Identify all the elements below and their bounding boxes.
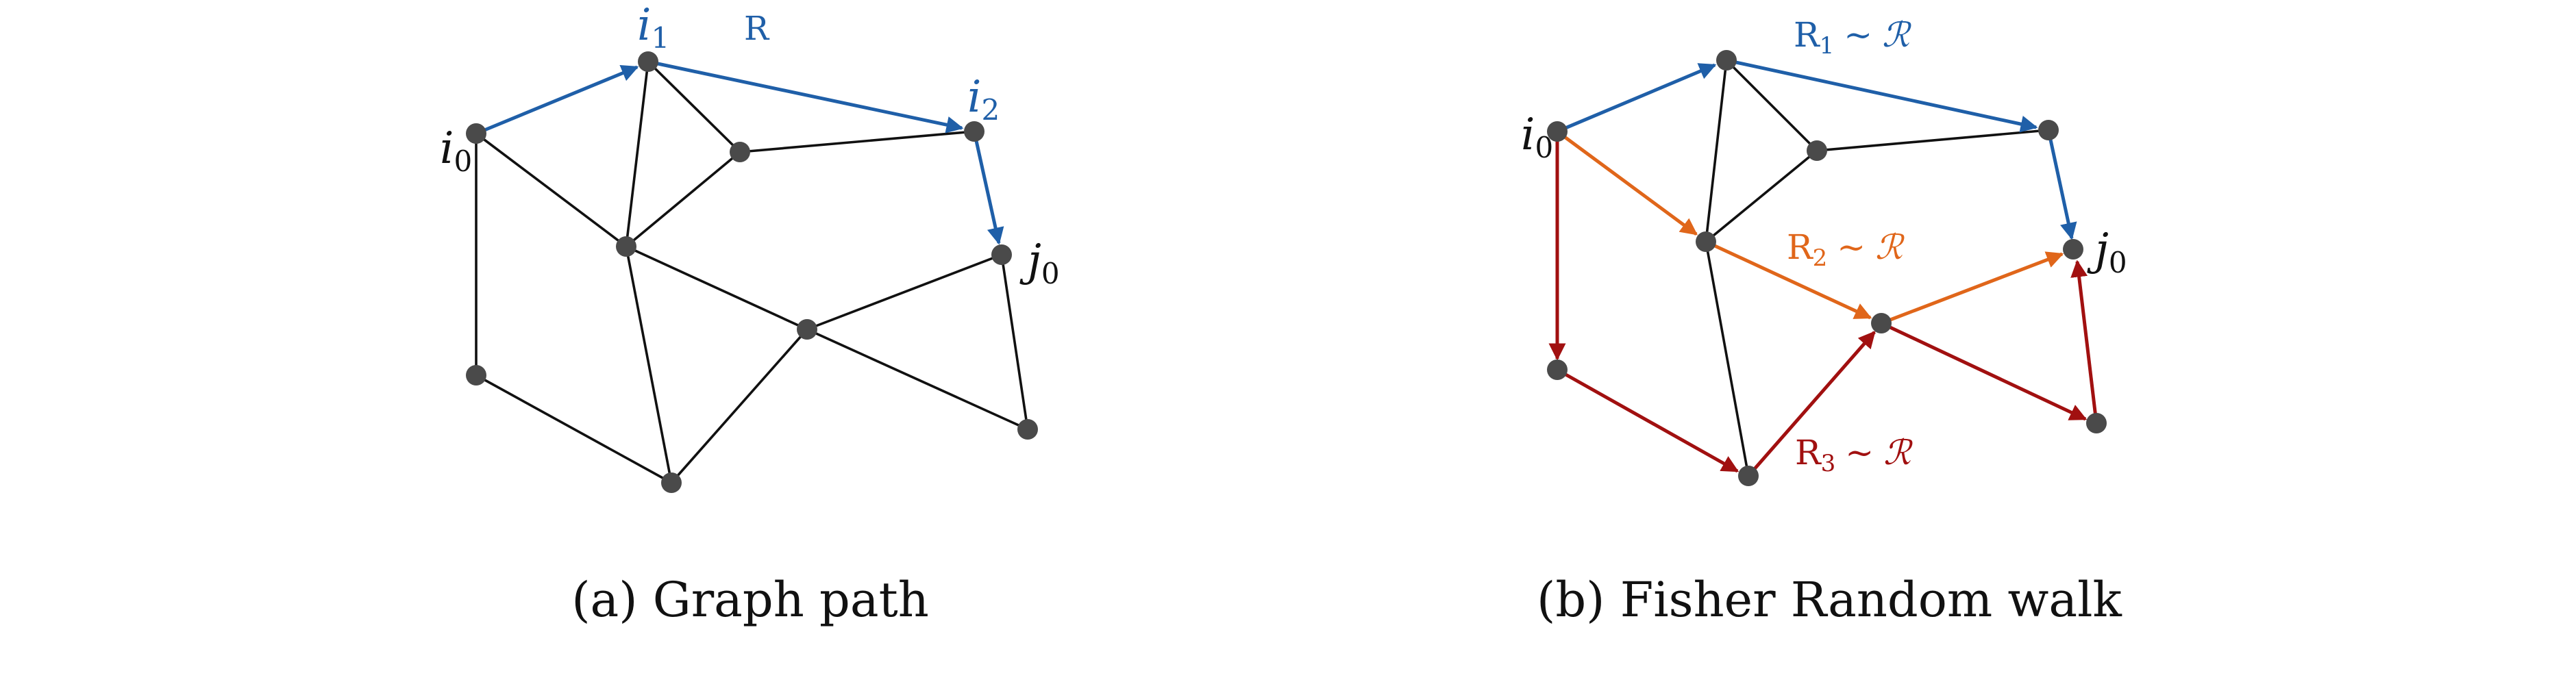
graph-node: [1547, 121, 1568, 142]
caption-b: (b) Fisher Random walk: [1537, 572, 2122, 628]
label-path-r: R: [744, 10, 770, 48]
graph-node: [797, 319, 817, 340]
edge: [670, 328, 808, 484]
graph-node: [2038, 120, 2059, 140]
label-i0: i0: [440, 123, 472, 178]
edge: [625, 246, 673, 483]
label-i1: i1: [637, 0, 669, 55]
graph-node: [1871, 313, 1892, 333]
graph-node: [638, 51, 658, 72]
label-r3: R3~ℛ: [1795, 433, 1913, 477]
edge: [806, 328, 1028, 431]
label-r2: R2~ℛ: [1787, 227, 1905, 272]
panel-b-path-r1: [1557, 58, 2077, 240]
edge: [1705, 241, 1750, 477]
edge: [625, 61, 649, 247]
graph-node: [991, 244, 1012, 265]
edge: [1816, 129, 2049, 152]
graph-node: [964, 121, 984, 142]
edge: [1725, 59, 1818, 152]
panel-b-random-walk: i0 j0 R1~ℛ R2~ℛ R3~ℛ (b) Fisher Random w…: [1521, 15, 2127, 628]
path-arrow-r3: [1747, 331, 1876, 477]
path-arrow: [475, 65, 639, 136]
panel-b-path-r2: [1556, 129, 2064, 325]
path-arrow: [647, 60, 964, 134]
path-arrow-r2: [1705, 240, 1872, 320]
graph-node: [2063, 239, 2083, 260]
edge: [625, 151, 741, 248]
label-j0: j0: [2087, 225, 2127, 279]
path-arrow-r1: [1726, 58, 2038, 133]
graph-node: [466, 123, 486, 144]
edge: [739, 130, 975, 153]
panel-b-nodes: [1547, 50, 2107, 486]
path-arrow-r2: [1556, 129, 1698, 236]
graph-node: [1547, 359, 1568, 380]
path-arrow-r3: [2070, 260, 2098, 424]
label-i2: i2: [967, 72, 1000, 127]
graph-node: [1807, 140, 1827, 161]
graph-node: [661, 472, 682, 493]
graph-node: [1716, 50, 1737, 71]
edge: [626, 245, 808, 331]
label-r1: R1~ℛ: [1794, 15, 1911, 60]
graph-node: [1696, 231, 1716, 252]
path-arrow-r3: [1556, 368, 1739, 473]
edge: [475, 132, 628, 248]
panel-a-graph-path: i0 i1 i2 j0 R (a) Graph path: [440, 0, 1060, 628]
graph-node: [730, 142, 750, 162]
caption-a: (a) Graph path: [571, 572, 929, 628]
graph-node: [616, 236, 636, 257]
graph-node: [466, 365, 486, 386]
edge: [475, 374, 672, 484]
panel-b-edges: [1705, 59, 2049, 477]
edge: [806, 253, 1002, 331]
edge: [1705, 60, 1728, 242]
panel-a-path: [475, 60, 1004, 245]
path-arrow: [972, 131, 1004, 245]
edge: [1705, 149, 1818, 243]
path-arrow-r3: [1880, 321, 2088, 421]
label-j0: j0: [1019, 236, 1060, 290]
path-arrow-r2: [1881, 251, 2064, 325]
panel-b-path-r3: [1548, 131, 2098, 477]
edge: [1000, 254, 1029, 430]
path-arrow-r1: [2046, 129, 2077, 240]
graph-node: [1017, 419, 1038, 440]
panel-a-edges: [475, 60, 1029, 484]
path-arrow-r1: [1557, 63, 1717, 134]
label-i0: i0: [1521, 110, 1553, 164]
graph-node: [1738, 466, 1759, 486]
edge: [647, 60, 741, 153]
graph-node: [2086, 413, 2107, 433]
panel-a-nodes: [466, 51, 1038, 493]
